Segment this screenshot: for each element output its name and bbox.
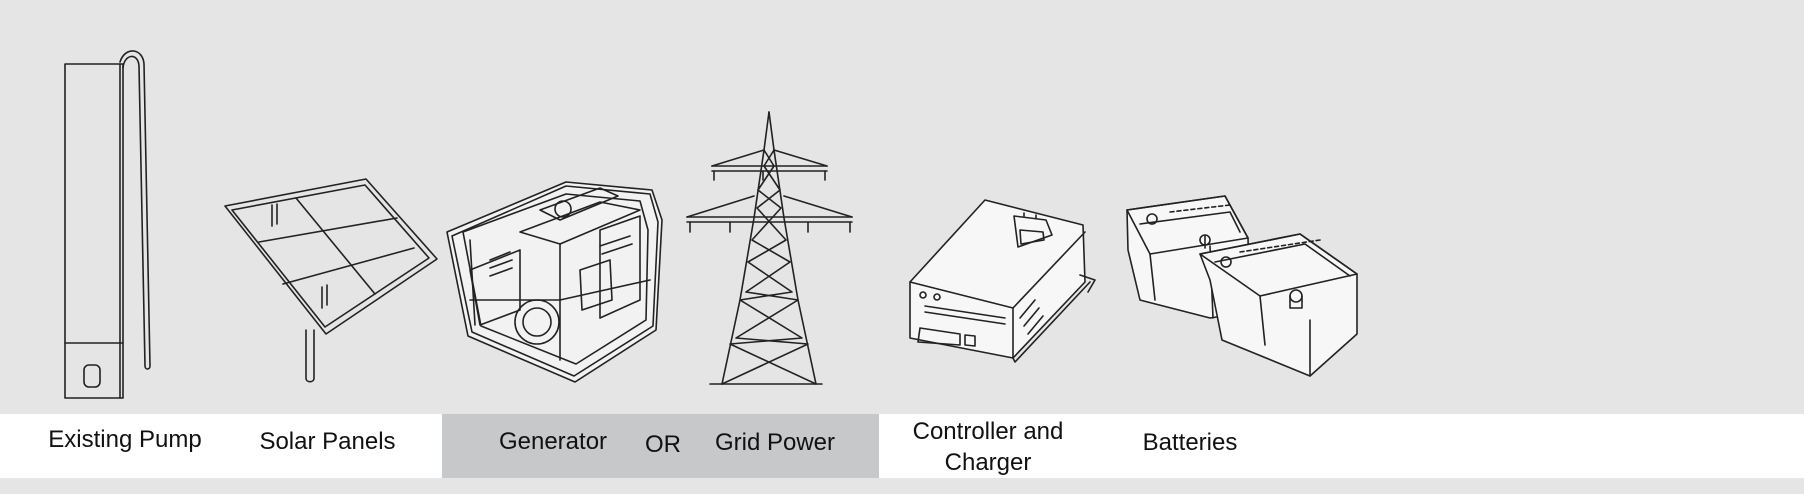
label-grid-power: Grid Power [714,429,836,456]
label-existing-pump: Existing Pump [48,426,202,453]
label-controller-line1: Controller and [912,418,1064,445]
label-controller-line2: Charger [944,449,1032,476]
solar-panel-illustration [224,178,438,383]
label-or: OR [645,431,681,458]
equipment-illustrations [64,50,1358,399]
generator-illustration [446,181,663,383]
controller-charger-illustration [909,199,1096,363]
batteries-illustration [1126,195,1358,377]
power-alternatives-box [442,414,879,478]
label-band [0,414,1804,478]
label-solar-panels: Solar Panels [259,428,396,455]
power-tower-illustration [686,111,853,385]
label-batteries: Batteries [1142,429,1238,456]
label-generator: Generator [498,428,608,455]
pump-illustration [64,50,151,399]
